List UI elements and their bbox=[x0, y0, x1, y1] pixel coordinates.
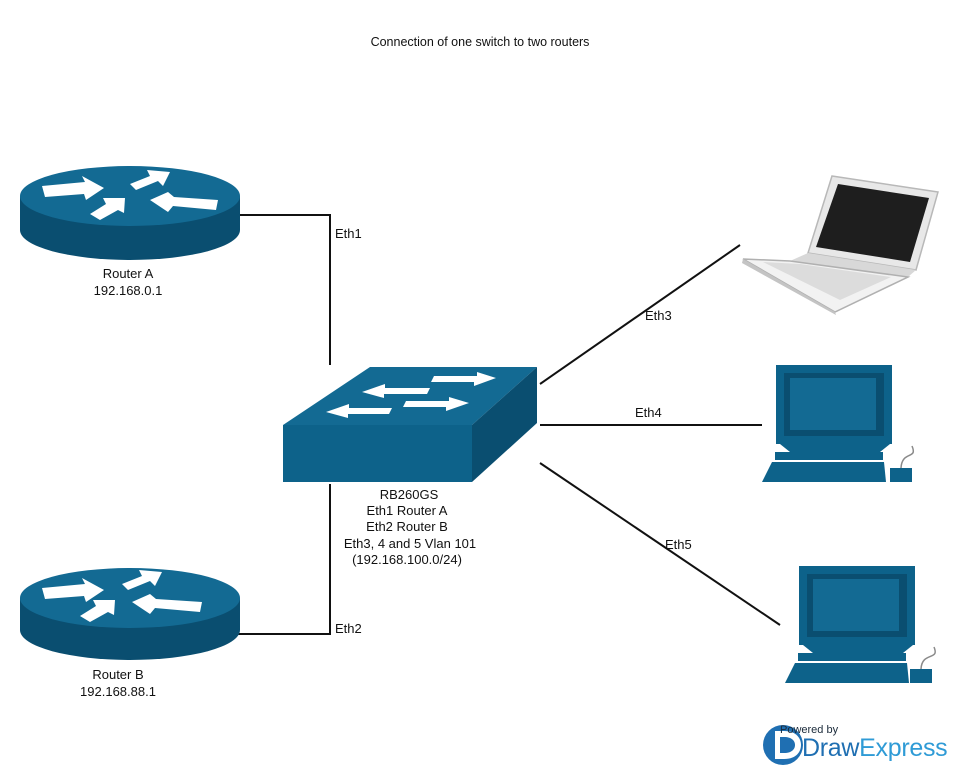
brand-name: DrawExpress bbox=[802, 734, 948, 763]
router-a-ip: 192.168.0.1 bbox=[93, 283, 163, 298]
link-eth5 bbox=[539, 462, 781, 626]
desktop-computer-2-icon bbox=[785, 566, 936, 683]
brand-draw: Draw bbox=[802, 734, 860, 762]
link-eth4-label: Eth4 bbox=[635, 405, 662, 420]
router-b-icon bbox=[20, 568, 240, 660]
link-eth2-label: Eth2 bbox=[335, 621, 362, 636]
switch-port-eth1: Eth1 Router A bbox=[366, 503, 448, 518]
laptop-icon bbox=[742, 175, 939, 315]
switch-model: RB260GS bbox=[379, 487, 439, 502]
desktop-computer-1-icon bbox=[762, 365, 915, 482]
powered-by-text: Powered by bbox=[780, 724, 839, 736]
diagram-title: Connection of one switch to two routers bbox=[370, 35, 590, 49]
drawexpress-logo-icon bbox=[763, 725, 803, 765]
link-eth5-label: Eth5 bbox=[665, 537, 692, 552]
link-eth2 bbox=[217, 484, 331, 635]
switch-port-eth2: Eth2 Router B bbox=[366, 519, 448, 534]
link-eth3 bbox=[539, 244, 741, 385]
link-eth3-label: Eth3 bbox=[645, 308, 672, 323]
brand-express: Express bbox=[859, 734, 948, 762]
switch-subnet: (192.168.100.0/24) bbox=[352, 552, 462, 567]
link-eth1 bbox=[217, 214, 331, 365]
router-b-name: Router B bbox=[92, 667, 144, 682]
switch-icon bbox=[283, 367, 537, 482]
router-a-name: Router A bbox=[102, 266, 154, 281]
router-b-ip: 192.168.88.1 bbox=[80, 684, 156, 699]
switch-ports-vlan: Eth3, 4 and 5 Vlan 101 bbox=[343, 536, 477, 551]
connections bbox=[217, 214, 781, 635]
link-eth1-label: Eth1 bbox=[335, 226, 362, 241]
router-a-icon bbox=[20, 166, 240, 260]
drawexpress-logo: Powered by DrawExpress bbox=[760, 722, 960, 768]
